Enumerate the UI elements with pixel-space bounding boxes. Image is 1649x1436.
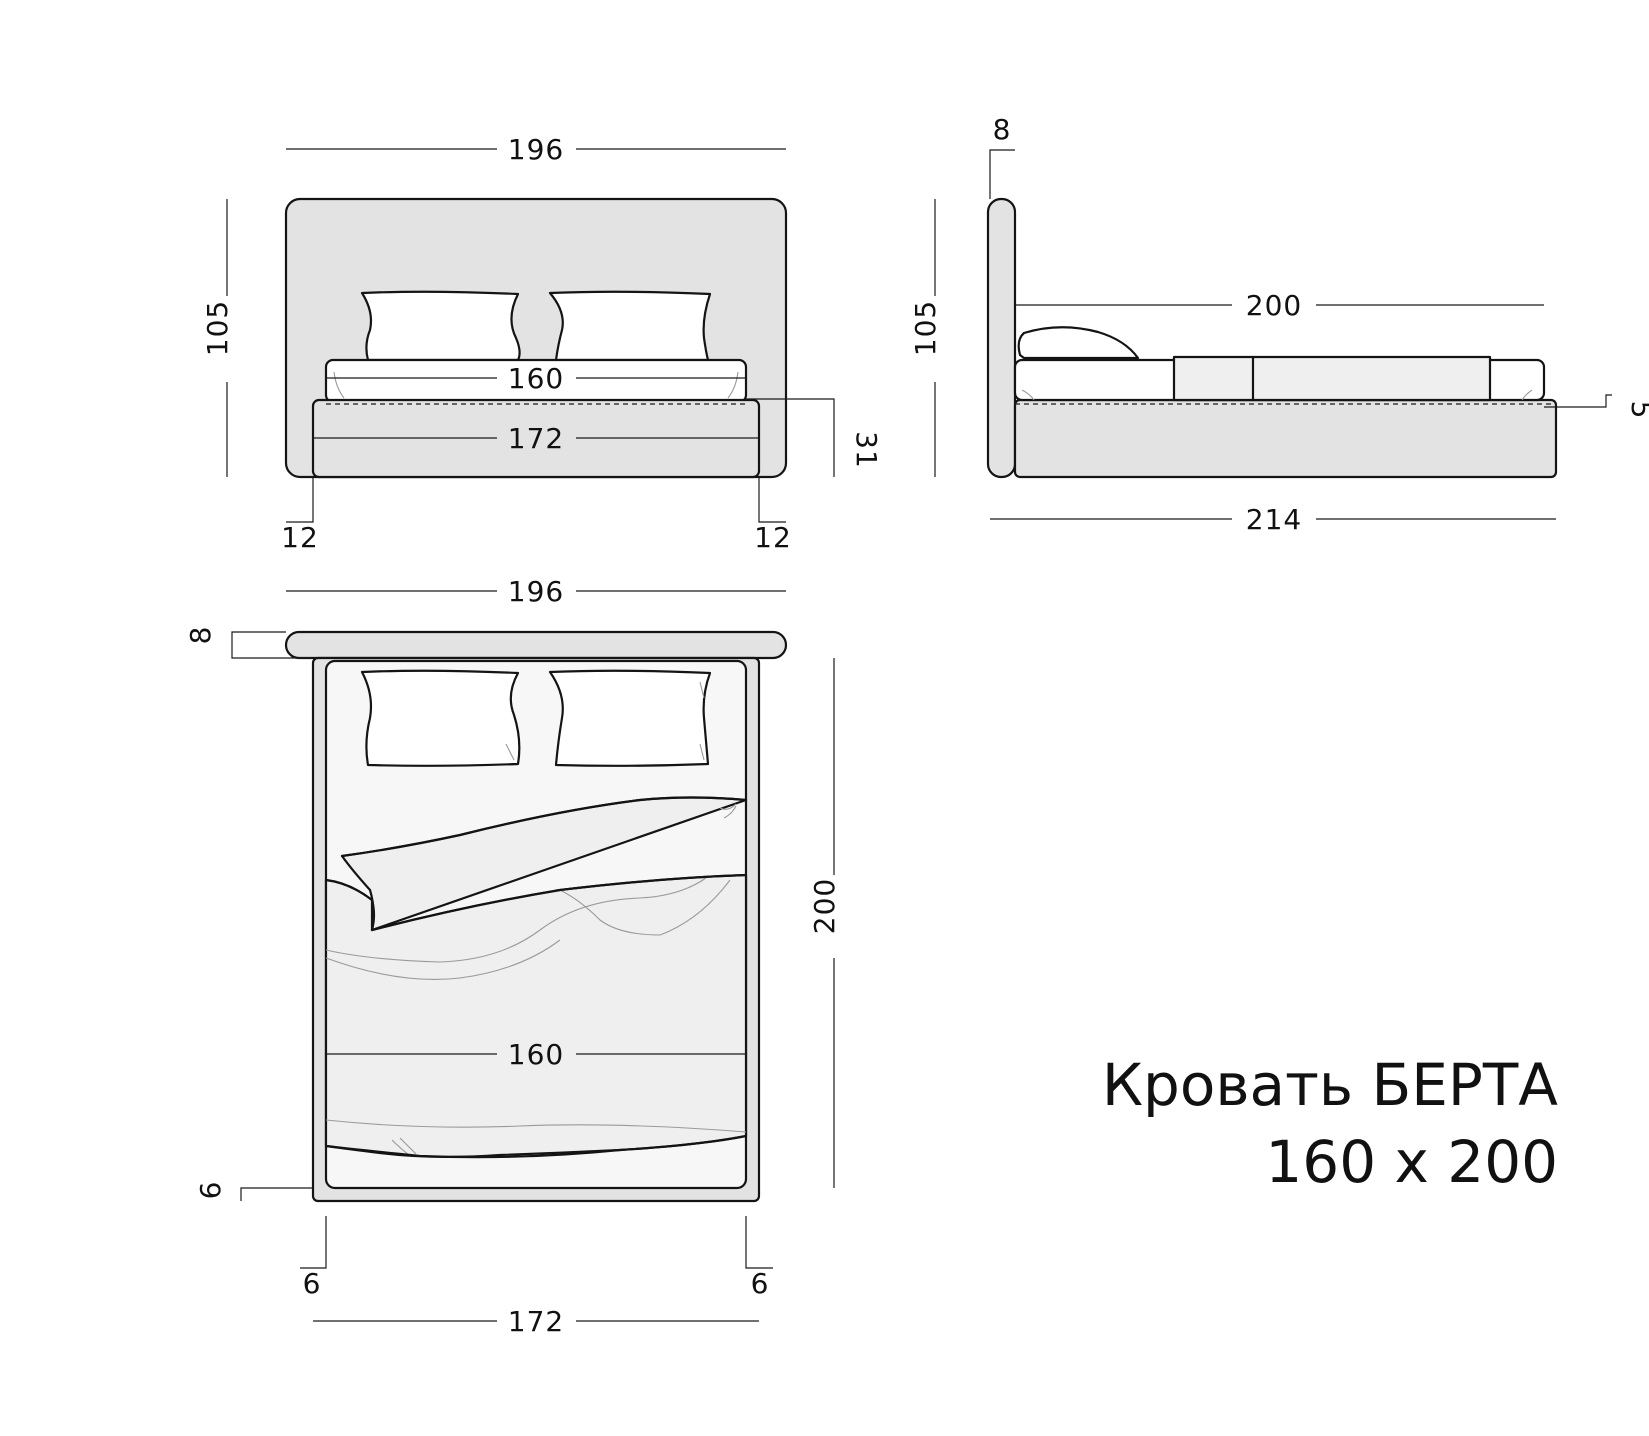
- front-right-offset-label: 12: [754, 521, 792, 554]
- top-foot-offset-label: 6: [194, 1181, 227, 1200]
- top-overall-width-label: 196: [508, 575, 564, 608]
- front-height-label: 105: [201, 300, 234, 356]
- front-pillow-left: [360, 290, 521, 362]
- side-overall-length-label: 214: [1246, 503, 1302, 536]
- front-pillow-right: [548, 290, 712, 362]
- front-frame-width-label: 172: [508, 422, 564, 455]
- top-left-offset-label: 6: [303, 1267, 322, 1300]
- top-dimensions: 196 8 200 160 6 6 6 172: [184, 575, 841, 1338]
- product-size: 160 x 200: [1265, 1128, 1558, 1196]
- side-pillow: [1017, 326, 1140, 360]
- top-headboard-depth-label: 8: [184, 626, 217, 645]
- top-frame-width-label: 172: [508, 1305, 564, 1338]
- side-dimensions: 8 105 200 5 214: [909, 113, 1649, 536]
- front-mattress-width-label: 160: [508, 362, 564, 395]
- top-view: [284, 630, 788, 1203]
- side-height-label: 105: [909, 300, 942, 356]
- front-frame-height-label: 31: [850, 431, 883, 469]
- top-right-offset-label: 6: [751, 1267, 770, 1300]
- top-pillow-right: [548, 669, 712, 767]
- side-headboard-thickness-label: 8: [993, 113, 1012, 146]
- front-dimensions: 196 105 160 172 31 12 12: [201, 133, 883, 554]
- side-bed-frame: [1013, 398, 1558, 479]
- side-mattress-offset-label: 5: [1625, 401, 1649, 420]
- product-title: Кровать БЕРТА 160 x 200: [1102, 1051, 1558, 1196]
- side-mattress-length-label: 200: [1246, 289, 1302, 322]
- top-pillow-left: [360, 669, 521, 767]
- front-overall-width-label: 196: [508, 133, 564, 166]
- top-mattress-width-label: 160: [508, 1038, 564, 1071]
- side-view: [986, 197, 1558, 479]
- front-view: [284, 197, 788, 479]
- top-length-label: 200: [808, 878, 841, 934]
- product-name: Кровать БЕРТА: [1102, 1051, 1558, 1119]
- side-headboard: [986, 197, 1017, 479]
- top-headboard: [284, 630, 788, 660]
- side-blanket: [1172, 355, 1492, 402]
- front-left-offset-label: 12: [281, 521, 319, 554]
